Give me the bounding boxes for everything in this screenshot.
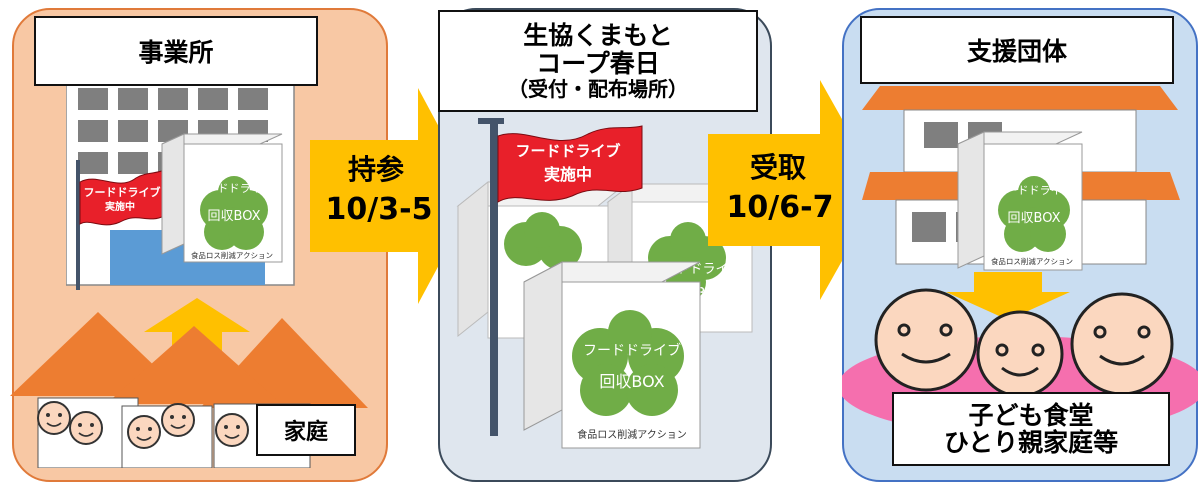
office-flag: フードドライブ 実施中: [79, 169, 165, 226]
coop-title-line2: コープ春日: [536, 48, 660, 78]
coop-front-box: [523, 261, 701, 449]
coop-front-box-line1: フードドライブ: [583, 343, 681, 359]
recipients-label: 子ども食堂 ひとり親家庭等: [892, 392, 1170, 466]
support-collection-box: フードドライブ 回収BOX 食品ロス削減アクション: [957, 131, 1083, 271]
recipients-line2: ひとり親家庭等: [943, 428, 1119, 457]
office-collection-box: フードドライブ 回収BOX 食品ロス削減アクション: [161, 133, 283, 263]
home-to-office-arrow: [144, 298, 250, 354]
office-box-line1: フードドライブ: [196, 181, 273, 195]
coop-title: 生協くまもと コープ春日 （受付・配布場所）: [438, 10, 758, 112]
building-to-recipients-arrow: [946, 272, 1070, 320]
coop-flag-pole: [490, 118, 498, 436]
bring-label: 持参: [347, 153, 404, 186]
coop-front-box-footer: 食品ロス削減アクション: [577, 430, 687, 441]
support-title-text: 支援団体: [966, 37, 1067, 66]
coop-flag: フードドライブ 実施中: [497, 125, 643, 203]
support-box-footer: 食品ロス削減アクション: [991, 256, 1073, 266]
coop-flag-line2: 実施中: [544, 165, 592, 184]
bring-dates: 10/3-5: [325, 192, 433, 227]
office-clover-icon: [200, 176, 268, 250]
coop-title-line1: 生協くまもと: [523, 20, 673, 50]
office-box-line2: 回収BOX: [208, 209, 261, 224]
office-flag-line1: フードドライブ: [84, 185, 161, 199]
coop-clover-icon: [572, 310, 684, 416]
office-title-text: 事業所: [138, 38, 214, 67]
family-faces: [37, 401, 249, 449]
coop-flag-pole-cap: [478, 118, 504, 124]
recipients-line1: 子ども食堂: [968, 400, 1094, 430]
support-box-line1: フードドライブ: [996, 183, 1073, 197]
office-box-footer: 食品ロス削減アクション: [191, 250, 273, 260]
support-title: 支援団体: [860, 16, 1174, 84]
coop-front-box-line2: 回収BOX: [599, 372, 665, 391]
bring-arrow: [310, 88, 476, 304]
receive-arrow: [708, 80, 882, 300]
support-box-line2: 回収BOX: [1008, 211, 1061, 226]
office-flag-line2: 実施中: [105, 200, 135, 213]
support-building: [862, 86, 1180, 265]
home-label: 家庭: [256, 404, 356, 456]
office-title: 事業所: [34, 16, 318, 86]
receive-label: 受取: [749, 151, 806, 184]
coop-title-line3: （受付・配布場所）: [508, 76, 688, 101]
recipient-faces: [874, 288, 1174, 398]
support-clover-icon: [998, 176, 1070, 252]
home-label-text: 家庭: [283, 420, 328, 445]
receive-dates: 10/6-7: [726, 190, 834, 225]
coop-flag-line1: フードドライブ: [515, 142, 620, 160]
